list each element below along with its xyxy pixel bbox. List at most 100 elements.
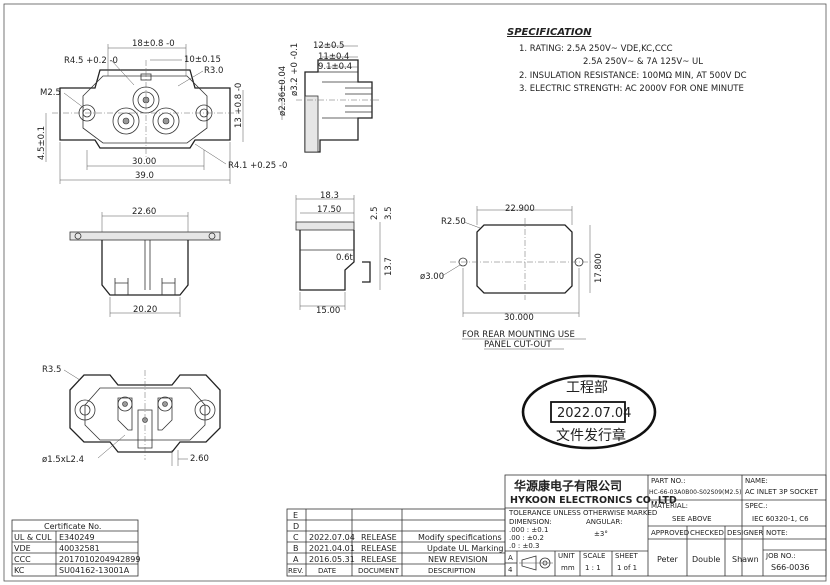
rev-date: 2021.04.01	[309, 544, 355, 553]
side-view-2: 18.3 17.50 2.5 3.5 0.6t 13.7 15.00	[295, 191, 394, 316]
specification-block: SPECIFICATION 1. RATING: 2.5A 250V~ VDE,…	[507, 27, 747, 94]
checked-label: CHECKED	[690, 529, 724, 537]
spec-line-1: 1. RATING: 2.5A 250V~ VDE,KC,CCC	[519, 44, 673, 54]
projection-a: A	[508, 554, 513, 562]
rev-letter: A	[293, 555, 299, 564]
cert-number: SU04162-13001A	[59, 566, 130, 575]
rev-document: RELEASE	[361, 544, 397, 553]
rev-letter: C	[293, 533, 299, 542]
dim-r250: R2.50	[441, 217, 466, 227]
dim-r30: R3.0	[204, 66, 223, 76]
side-view: 12±0.5 11±0.4 9.1±0.4 ø2.36±0.04 ø3.2 +0…	[278, 41, 380, 153]
panel-cutout: 22.900 R2.50 ø3.00 17.800 30.000 FOR REA…	[420, 204, 604, 350]
angular-label: ANGULAR:	[586, 518, 622, 526]
scale-label: SCALE	[583, 552, 605, 560]
unit: mm	[561, 564, 575, 572]
designer: Shawn	[732, 555, 759, 564]
cert-name: CCC	[14, 555, 31, 564]
dim-d236: ø2.36±0.04	[278, 66, 288, 116]
approved-label: APPROVED	[651, 529, 689, 537]
tolerance-row: .000 : ±0.1	[509, 526, 548, 534]
note-label: NOTE:	[766, 529, 788, 537]
dim-10: 10±0.15	[184, 55, 221, 65]
rear-view: R3.5 ø1.5xL2.4 2.60	[42, 365, 221, 466]
stamp-bottom: 文件发行章	[556, 427, 626, 444]
material-label: MATERIAL:	[651, 502, 688, 510]
revision-table: E D C 2022.07.04 RELEASE Modify specific…	[286, 508, 506, 577]
cert-number: E340249	[59, 533, 95, 542]
unit-label: UNIT	[558, 552, 575, 560]
rev-header-date: DATE	[318, 567, 336, 575]
name-label: NAME:	[745, 477, 768, 485]
front-view: 18±0.8 -0 10±0.15 R4.5 +0.2 -0 R3.0 M2.5…	[37, 39, 287, 184]
cert-name: UL & CUL	[14, 533, 52, 542]
spec-line-2: 2.5A 250V~ & 7A 125V~ UL	[583, 57, 703, 67]
tolerance-row: .00 : ±0.2	[509, 534, 544, 542]
rev-header-document: DOCUMENT	[358, 567, 400, 575]
dim-39: 39.0	[135, 171, 154, 181]
dim-2020: 20.20	[133, 305, 157, 315]
dim-11: 11±0.4	[318, 52, 349, 62]
checked-by: Double	[692, 555, 720, 564]
dim-35: 3.5	[384, 206, 394, 220]
tolerance-title: TOLERANCE UNLESS OTHERWISE MARKED	[508, 509, 657, 517]
dim-260: 2.60	[190, 454, 209, 464]
rev-letter: E	[293, 511, 298, 520]
dim-d15: ø1.5xL2.4	[42, 455, 84, 465]
rev-document: RELEASE	[361, 533, 397, 542]
rev-letter: B	[293, 544, 299, 553]
stamp-top: 工程部	[566, 380, 608, 396]
material: SEE ABOVE	[672, 515, 712, 523]
dim-r45: R4.5 +0.2 -0	[64, 56, 118, 66]
dim-2260: 22.60	[132, 207, 156, 217]
part-no: HC-66-03A0B00-S02S09(M2.5)	[649, 489, 741, 496]
job-no: S66-0036	[771, 563, 810, 572]
dim-30000: 30.000	[504, 313, 534, 323]
dim-22900: 22.900	[505, 204, 535, 214]
dim-12: 12±0.5	[313, 41, 344, 51]
designer-label: DESIGNER	[727, 529, 763, 537]
sheet: 1 of 1	[617, 564, 637, 572]
part-no-label: PART NO.:	[651, 477, 685, 485]
company-cn: 华源康电子有限公司	[514, 478, 622, 493]
stamp-date: 2022.07.04	[557, 406, 631, 421]
dim-13: 13 +0.8 -0	[234, 83, 244, 128]
dim-d300: ø3.00	[420, 272, 444, 282]
cert-name: VDE	[14, 544, 31, 553]
dim-91: 9.1±0.4	[318, 62, 352, 72]
dim-45: 4.5±0.1	[37, 126, 47, 160]
certificate-table: Certificate No. UL & CUL E340249 VDE 400…	[11, 519, 140, 577]
dim-18: 18±0.8 -0	[132, 39, 175, 49]
projection-4: 4	[508, 566, 513, 574]
angular-tolerance: ±3°	[594, 530, 608, 538]
bottom-view: 22.60 20.20	[69, 207, 221, 317]
rev-description: NEW REVISION	[428, 555, 488, 564]
dim-17800: 17.800	[594, 253, 604, 283]
dim-1500: 15.00	[316, 306, 340, 316]
release-stamp: 工程部 2022.07.04 文件发行章	[521, 374, 657, 450]
dimension-label: DIMENSION:	[509, 518, 552, 526]
dim-25: 2.5	[370, 206, 380, 220]
part-name: AC INLET 3P SOCKET	[745, 488, 819, 496]
spec-label: SPEC.:	[745, 502, 768, 510]
cutout-caption-1: FOR REAR MOUNTING USE	[462, 330, 575, 340]
rev-letter: D	[293, 522, 299, 531]
dim-d32: ø3.2 +0 -0.1	[290, 43, 300, 96]
sheet-border	[3, 3, 827, 582]
tolerance-row: .0 : ±0.3	[509, 542, 540, 550]
dim-30: 30.00	[132, 157, 156, 167]
dim-r41: R4.1 +0.25 -0	[228, 161, 287, 171]
rev-description: Update UL Marking	[427, 544, 503, 553]
sheet-label: SHEET	[615, 552, 639, 560]
spec-line-4: 3. ELECTRIC STRENGTH: AC 2000V FOR ONE M…	[519, 84, 744, 94]
spec-line-3: 2. INSULATION RESISTANCE: 100MΩ MIN, AT …	[519, 71, 747, 81]
dim-1750: 17.50	[317, 205, 341, 215]
dim-r35: R3.5	[42, 365, 61, 375]
approved-by: Peter	[657, 555, 679, 564]
cutout-caption-2: PANEL CUT-OUT	[484, 340, 552, 350]
cert-name: KC	[14, 566, 25, 575]
scale: 1 : 1	[585, 564, 601, 572]
title-block: 华源康电子有限公司 HYKOON ELECTRONICS CO.,LTD PAR…	[504, 474, 827, 577]
dim-m25: M2.5	[40, 88, 61, 98]
